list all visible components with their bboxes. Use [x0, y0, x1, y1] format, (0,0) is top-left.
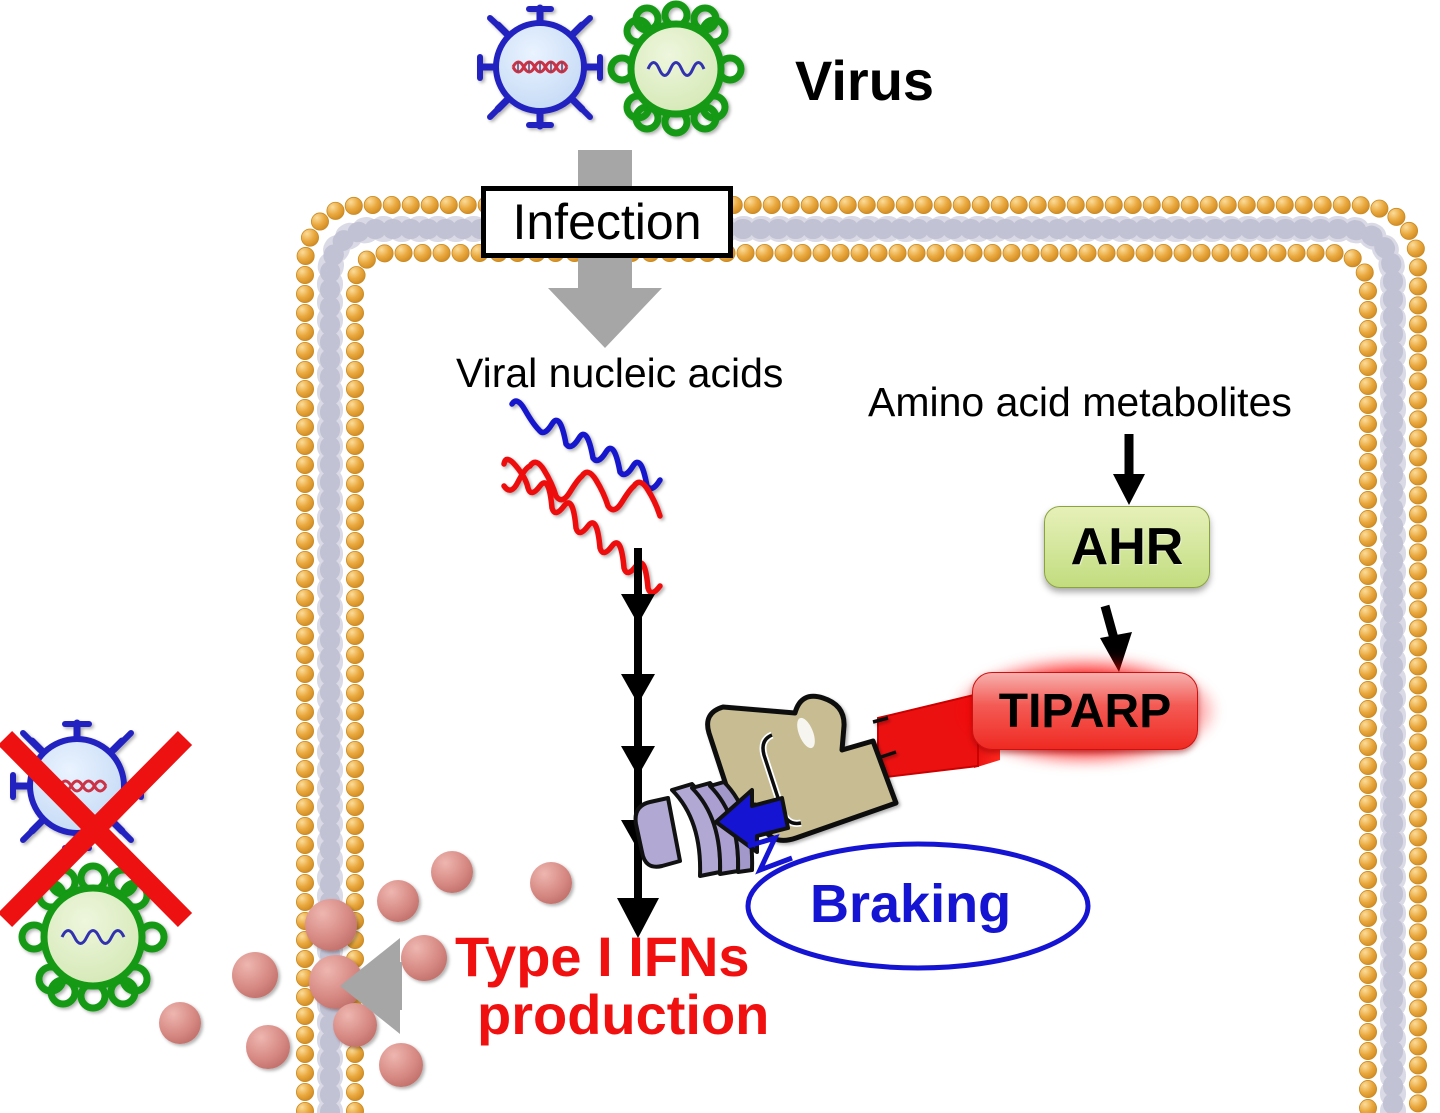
tiparp-node: TIPARP: [972, 672, 1198, 750]
virus-particle-blue: [477, 4, 603, 130]
single-stranded-rna: [509, 398, 663, 492]
braking-label: Braking: [810, 874, 1012, 934]
ahr-label: AHR: [1070, 518, 1184, 576]
virus-particle-green: [607, 0, 745, 137]
tiparp-label: TIPARP: [998, 684, 1172, 738]
type-i-ifn-production-label: Type I IFNs production: [455, 928, 769, 1043]
braking-action-arrow: [714, 788, 790, 854]
ifn-label-line1: Type I IFNs: [455, 925, 750, 988]
cell-membrane-bilayer: [295, 195, 1428, 1113]
blocked-virus-blue: [10, 719, 144, 853]
membrane-inner-heads: [345, 243, 1378, 1113]
infection-label-text: Infection: [512, 194, 702, 250]
signaling-cascade-arrow: [617, 548, 659, 938]
amino-acid-metabolites-label: Amino acid metabolites: [868, 379, 1292, 425]
virus-label: Virus: [795, 49, 935, 112]
ifn-label-line2: production: [477, 982, 770, 1046]
braking-callout: [745, 834, 1091, 971]
ifn-secretion-arrow: [340, 938, 402, 1034]
ifn-particles: [159, 851, 572, 1087]
ahr-node: AHR: [1044, 506, 1210, 588]
membrane-tails-2: [320, 219, 1403, 1113]
brake-pad-disc: [633, 780, 755, 878]
ahr-to-tiparp-arrow: [1100, 604, 1132, 672]
infection-label-box: Infection: [481, 186, 733, 258]
viral-nucleic-acids-label: Viral nucleic acids: [456, 350, 784, 396]
metabolite-to-ahr-arrow: [1113, 434, 1145, 505]
virus-blocked-cross-icon: [0, 730, 193, 928]
